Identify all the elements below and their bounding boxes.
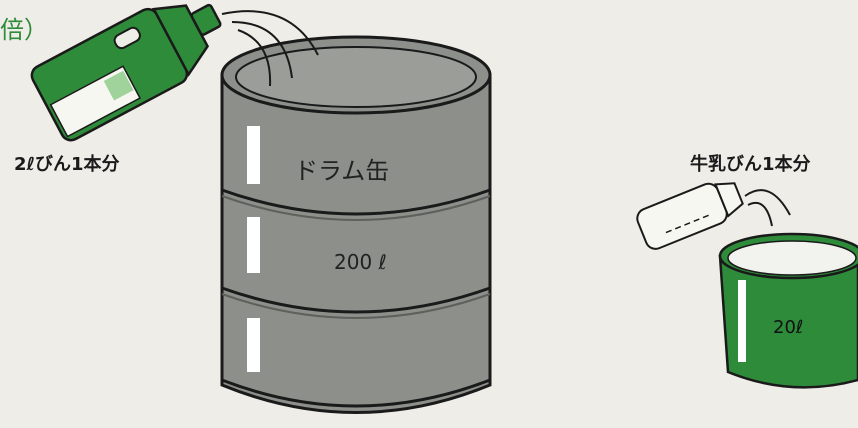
bottle-handle-hole [113,26,141,50]
drum-rib-lower [221,286,491,314]
bottle-cap [190,3,222,36]
drum-body [220,73,492,414]
drum-highlight-2 [247,217,260,273]
drum-top-inner [235,46,477,108]
drum-rib-lower-shadow [221,293,491,319]
pour-stream-drum [221,10,319,87]
bucket [718,232,858,389]
heading-fragment: 倍） [0,16,48,44]
bucket-volume-label: 20ℓ [773,317,804,338]
milk-bottle-body [636,182,728,250]
drum-rib-upper [221,188,491,216]
drum-highlight-1 [247,126,260,184]
bucket-inner [727,240,857,276]
bucket-highlight [738,280,746,362]
drum-highlight-3 [247,318,260,372]
two-liter-bottle [30,3,222,142]
drum-bottom-rim [221,378,491,408]
pour-stream-bucket [744,189,791,227]
milk-bottle-shine [665,213,713,234]
drum-can [220,35,492,414]
milk-bottle [636,182,744,250]
bottle-caption: 2ℓびん1本分 [14,154,120,175]
drum-rib-upper-shadow [221,195,491,221]
drum-name-label: ドラム缶 [294,157,390,185]
drum-volume-label: 200 ℓ [334,250,387,274]
bottle-label-patch [103,70,134,101]
milk-bottle-neck [714,182,744,218]
milk-bottle-caption: 牛乳びん1本分 [690,154,811,175]
